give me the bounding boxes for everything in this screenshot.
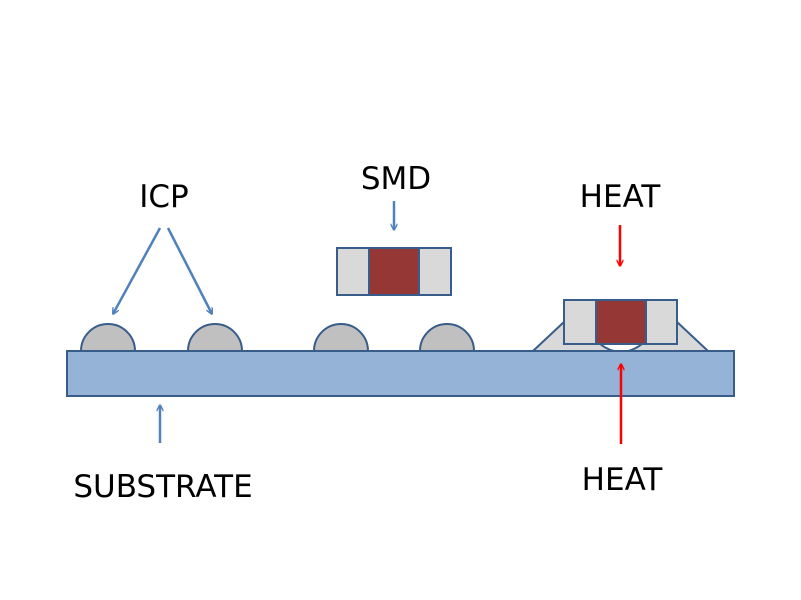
heat-top-label: HEAT — [580, 179, 662, 215]
smd-core — [368, 247, 420, 296]
smd-label: SMD — [361, 161, 431, 197]
icp-bump-4 — [419, 323, 475, 352]
substrate-label: SUBSTRATE — [73, 469, 252, 505]
icp-bump-3 — [313, 323, 369, 352]
heat-bottom-label: HEAT — [582, 462, 664, 498]
smd-bonded-core — [595, 299, 647, 345]
icp-label: ICP — [139, 179, 188, 215]
icp-arrow-left — [111, 227, 162, 314]
icp-arrow-right — [166, 227, 214, 314]
icp-bump-1 — [80, 323, 136, 352]
substrate — [66, 350, 735, 397]
smd-bonded-component — [563, 299, 678, 345]
icp-bump-2 — [187, 323, 243, 352]
smd-component — [336, 247, 452, 296]
